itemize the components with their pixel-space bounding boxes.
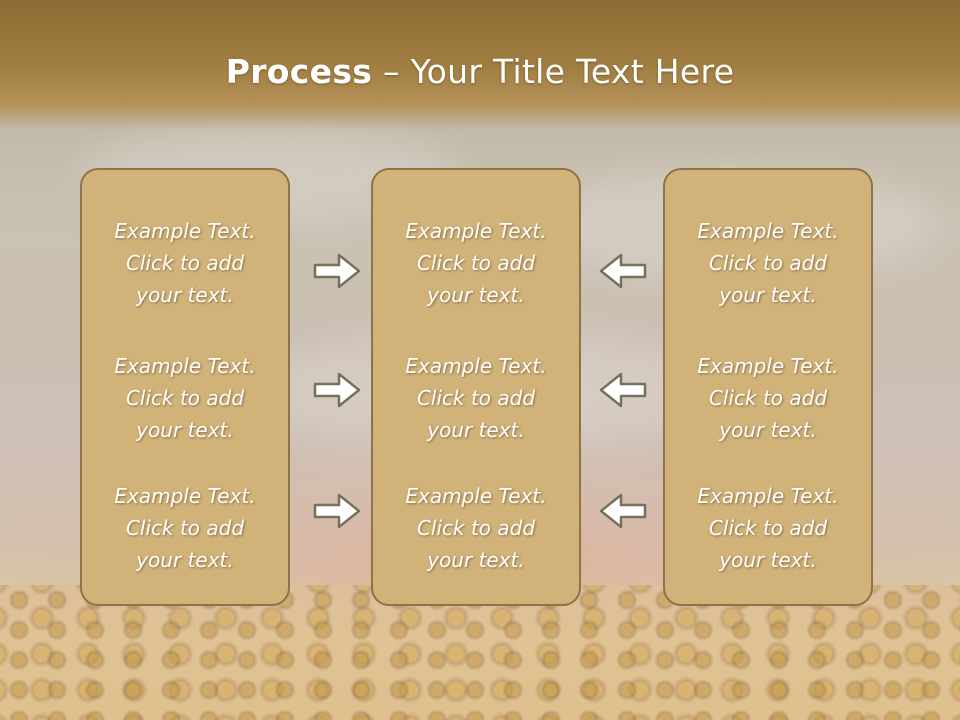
text-line: Click to add	[708, 386, 828, 410]
card-text-block[interactable]: Example Text. Click to add your text.	[665, 215, 871, 311]
arrow-left-icon	[599, 372, 647, 408]
arrow-right-icon	[313, 253, 361, 289]
text-line: Example Text.	[405, 354, 547, 378]
card-text-block[interactable]: Example Text. Click to add your text.	[82, 215, 288, 311]
card-text-block[interactable]: Example Text. Click to add your text.	[82, 480, 288, 576]
sunflower-field	[0, 585, 960, 720]
text-line: Example Text.	[697, 354, 839, 378]
arrow-right-icon	[313, 493, 361, 529]
text-line: Example Text.	[114, 354, 256, 378]
title-rest: – Your Title Text Here	[372, 52, 735, 91]
text-line: your text.	[136, 548, 234, 572]
text-line: Click to add	[125, 251, 245, 275]
text-line: Click to add	[125, 386, 245, 410]
text-line: your text.	[719, 283, 817, 307]
card-text-block[interactable]: Example Text. Click to add your text.	[373, 215, 579, 311]
text-line: Click to add	[125, 516, 245, 540]
process-card-center[interactable]: Example Text. Click to add your text. Ex…	[371, 168, 581, 606]
text-line: your text.	[427, 418, 525, 442]
text-line: Example Text.	[114, 219, 256, 243]
text-line: your text.	[136, 283, 234, 307]
text-line: your text.	[427, 548, 525, 572]
arrow-left-icon	[599, 253, 647, 289]
card-text-block[interactable]: Example Text. Click to add your text.	[665, 480, 871, 576]
text-line: Click to add	[416, 386, 536, 410]
text-line: Example Text.	[405, 219, 547, 243]
card-text-block[interactable]: Example Text. Click to add your text.	[373, 350, 579, 446]
card-text-block[interactable]: Example Text. Click to add your text.	[373, 480, 579, 576]
process-card-right[interactable]: Example Text. Click to add your text. Ex…	[663, 168, 873, 606]
card-text-block[interactable]: Example Text. Click to add your text.	[665, 350, 871, 446]
arrow-left-icon	[599, 493, 647, 529]
title-bar	[0, 0, 960, 130]
text-line: Click to add	[708, 516, 828, 540]
arrow-right-icon	[313, 372, 361, 408]
text-line: Example Text.	[697, 219, 839, 243]
text-line: Example Text.	[405, 484, 547, 508]
text-line: your text.	[136, 418, 234, 442]
text-line: your text.	[719, 548, 817, 572]
text-line: Click to add	[416, 251, 536, 275]
text-line: Click to add	[708, 251, 828, 275]
text-line: Click to add	[416, 516, 536, 540]
text-line: Example Text.	[114, 484, 256, 508]
process-card-left[interactable]: Example Text. Click to add your text. Ex…	[80, 168, 290, 606]
card-text-block[interactable]: Example Text. Click to add your text.	[82, 350, 288, 446]
text-line: your text.	[427, 283, 525, 307]
slide-title[interactable]: Process – Your Title Text Here	[0, 52, 960, 91]
text-line: Example Text.	[697, 484, 839, 508]
text-line: your text.	[719, 418, 817, 442]
title-bold: Process	[225, 52, 373, 91]
